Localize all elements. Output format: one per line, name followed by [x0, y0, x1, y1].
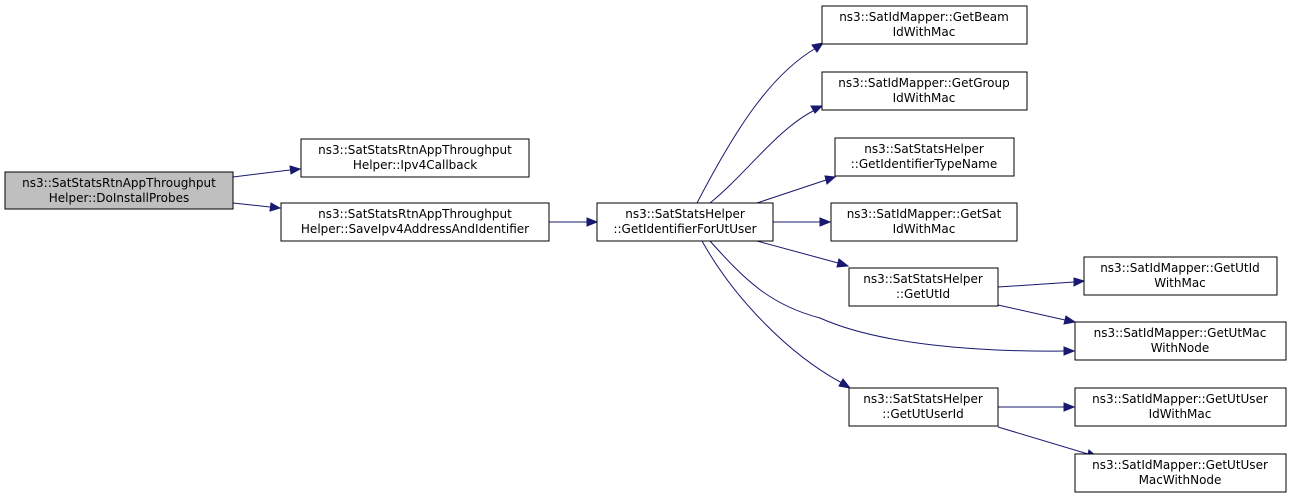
edge-saveipv4-getidforut	[549, 217, 599, 227]
node-label-line2: Helper::SaveIpv4AddressAndIdentifier	[301, 222, 529, 236]
node-label-line2: Helper::Ipv4Callback	[353, 158, 477, 172]
node-label-line2: ::GetUtId	[896, 287, 950, 301]
node-box	[848, 387, 999, 427]
node-box	[1074, 453, 1287, 493]
node-label-line1: ns3::SatStatsHelper	[863, 272, 983, 286]
node-save-ipv4-address[interactable]: ns3::SatStatsRtnAppThroughput Helper::Sa…	[280, 202, 550, 242]
edge-getidforut-getutuserid	[701, 240, 852, 389]
node-label-line1: ns3::SatIdMapper::GetSat	[847, 207, 1002, 221]
node-label-line2: ::GetIdentifierTypeName	[851, 157, 998, 171]
node-label-line2: IdWithMac	[893, 222, 956, 236]
edge-doinstall-saveipv4	[232, 202, 282, 212]
node-box	[848, 267, 999, 307]
node-get-ut-mac-with-node[interactable]: ns3::SatIdMapper::GetUtMac WithNode	[1074, 321, 1287, 361]
node-get-sat-id-with-mac[interactable]: ns3::SatIdMapper::GetSat IdWithMac	[830, 202, 1018, 242]
node-label-line1: ns3::SatIdMapper::GetUtId	[1100, 261, 1260, 275]
node-label-line2: IdWithMac	[893, 25, 956, 39]
node-box	[834, 137, 1015, 177]
node-label-line1: ns3::SatIdMapper::GetUtUser	[1092, 458, 1268, 472]
node-label-line2: ::GetIdentifierForUtUser	[613, 222, 756, 236]
node-get-ut-user-mac-with-node[interactable]: ns3::SatIdMapper::GetUtUser MacWithNode	[1074, 453, 1287, 493]
edge-getidforut-getbeam	[696, 42, 825, 204]
node-box	[821, 5, 1028, 45]
node-get-identifier-type-name[interactable]: ns3::SatStatsHelper ::GetIdentifierTypeN…	[834, 137, 1015, 177]
edge-doinstall-ipv4cb	[232, 165, 302, 178]
node-label-line2: IdWithMac	[1149, 407, 1212, 421]
node-label-line2: IdWithMac	[893, 91, 956, 105]
node-label-line1: ns3::SatStatsRtnAppThroughput	[318, 143, 512, 157]
node-label-line2: ::GetUtUserId	[882, 407, 963, 421]
edge-getidforut-getsat	[773, 217, 832, 227]
edge-getutuserid-getutusermacnode	[997, 426, 1099, 459]
node-box	[1074, 321, 1287, 361]
node-get-group-id-with-mac[interactable]: ns3::SatIdMapper::GetGroup IdWithMac	[821, 71, 1028, 111]
edge-getidforut-getutmacnode	[709, 240, 1076, 356]
node-label-line2: MacWithNode	[1139, 473, 1222, 487]
node-get-ut-user-id-with-mac[interactable]: ns3::SatIdMapper::GetUtUser IdWithMac	[1074, 387, 1287, 427]
node-label-line1: ns3::SatStatsRtnAppThroughput	[22, 176, 216, 190]
node-label-line2: WithMac	[1154, 276, 1206, 290]
node-box	[596, 202, 774, 242]
node-get-beam-id-with-mac[interactable]: ns3::SatIdMapper::GetBeam IdWithMac	[821, 5, 1028, 45]
edge-getutid-getutmacnode	[997, 304, 1077, 325]
node-label-line1: ns3::SatIdMapper::GetGroup	[838, 76, 1009, 90]
node-label-line2: Helper::DoInstallProbes	[49, 191, 190, 205]
node-get-ut-id[interactable]: ns3::SatStatsHelper ::GetUtId	[848, 267, 999, 307]
node-box	[1074, 387, 1287, 427]
node-get-ut-id-with-mac[interactable]: ns3::SatIdMapper::GetUtId WithMac	[1083, 256, 1278, 296]
node-ipv4-callback[interactable]: ns3::SatStatsRtnAppThroughput Helper::Ip…	[300, 138, 530, 178]
node-box	[280, 202, 550, 242]
node-get-ut-user-id[interactable]: ns3::SatStatsHelper ::GetUtUserId	[848, 387, 999, 427]
node-box	[300, 138, 530, 178]
edge-getutid-getutidmac	[997, 277, 1086, 288]
node-label-line1: ns3::SatStatsHelper	[863, 392, 983, 406]
node-doinstall-probes[interactable]: ns3::SatStatsRtnAppThroughput Helper::Do…	[4, 171, 234, 210]
edge-getidforut-getutid	[756, 240, 850, 268]
node-box	[4, 171, 234, 210]
node-label-line1: ns3::SatStatsHelper	[625, 207, 745, 221]
node-label-line1: ns3::SatIdMapper::GetBeam	[839, 10, 1009, 24]
node-get-identifier-for-ut-user[interactable]: ns3::SatStatsHelper ::GetIdentifierForUt…	[596, 202, 774, 242]
edge-getutuserid-getutusermac	[998, 402, 1076, 412]
node-label-line1: ns3::SatStatsRtnAppThroughput	[318, 207, 512, 221]
node-box	[830, 202, 1018, 242]
node-label-line1: ns3::SatIdMapper::GetUtUser	[1092, 392, 1268, 406]
node-box	[821, 71, 1028, 111]
node-label-line1: ns3::SatIdMapper::GetUtMac	[1094, 326, 1267, 340]
edge-getidforut-getidtype	[756, 175, 837, 204]
node-box	[1083, 256, 1278, 296]
node-label-line2: WithNode	[1151, 341, 1210, 355]
edge-getidforut-getgroup	[709, 105, 824, 204]
node-label-line1: ns3::SatStatsHelper	[864, 142, 984, 156]
